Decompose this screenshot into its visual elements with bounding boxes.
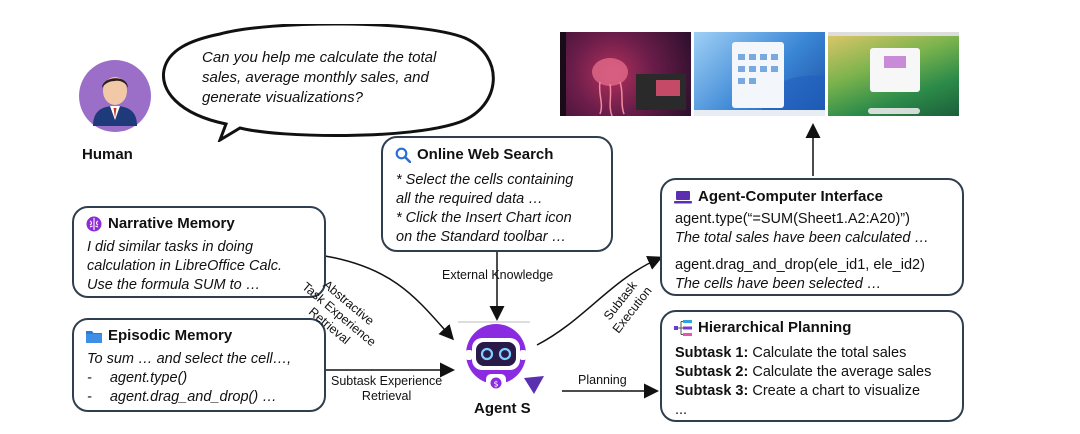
windows-screenshot — [694, 32, 825, 116]
ubuntu-screenshot — [560, 32, 691, 116]
episodic-bullet-text: agent.type() — [109, 370, 188, 386]
subtask-text: Create a chart to visualize — [752, 383, 921, 399]
web-search-title: Online Web Search — [417, 146, 554, 163]
subtask-experience-line: Retrieval — [361, 389, 412, 403]
planning-title: Hierarchical Planning — [698, 319, 852, 336]
aci-title: Agent-Computer Interface — [698, 188, 884, 205]
web-search-box: Online Web Search * Select the cells con… — [381, 136, 613, 252]
aci-note-line: The total sales have been calculated … — [675, 230, 929, 246]
agent-label: Agent S — [474, 400, 531, 417]
subtask-label: Subtask 3: — [675, 383, 749, 399]
hierarchy-icon — [674, 319, 692, 336]
planning-title-row: Hierarchical Planning — [674, 319, 851, 336]
speech-bubble — [161, 24, 495, 142]
episodic-bullet-text: agent.drag_and_drop() … — [109, 389, 277, 405]
web-search-title-row: Online Web Search — [395, 146, 553, 163]
episodic-bullet: - agent.type() — [87, 369, 323, 388]
episodic-line: To sum … and select the cell…, — [87, 351, 292, 367]
macos-screenshot — [828, 32, 959, 116]
aci-code-line: agent.type(“=SUM(Sheet1.A2:A20)”) — [675, 211, 910, 227]
subtask-text: Calculate the average sales — [752, 364, 932, 380]
folder-icon — [86, 330, 102, 343]
human-avatar — [79, 60, 151, 132]
agent-robot-icon: $ — [458, 322, 544, 398]
aci-title-row: Agent-Computer Interface — [674, 188, 883, 205]
narrative-line: I did similar tasks in doing — [87, 239, 254, 255]
brain-icon — [86, 216, 102, 231]
web-search-line: all the required data … — [396, 191, 543, 207]
arrow-abstractive-retrieval — [324, 255, 455, 341]
narrative-memory-box: Narrative Memory I did similar tasks in … — [72, 206, 326, 298]
web-search-line: on the Standard toolbar … — [396, 229, 567, 245]
narrative-title: Narrative Memory — [108, 215, 235, 232]
subtask-row: Subtask 2: Calculate the average sales — [675, 363, 961, 382]
aci-note-line: The cells have been selected … — [675, 276, 882, 292]
subtask-experience-line: Subtask Experience — [331, 374, 443, 388]
episodic-bullet: - agent.drag_and_drop() … — [87, 388, 323, 407]
aci-code-line: agent.drag_and_drop(ele_id1, ele_id2) — [675, 257, 925, 273]
subtask-label: Subtask 2: — [675, 364, 749, 380]
subtask-experience-label: Subtask Experience Retrieval — [331, 374, 442, 404]
subtask-row: Subtask 3: Create a chart to visualize — [675, 382, 961, 401]
planning-ellipsis: ... — [675, 402, 688, 418]
narrative-line: Use the formula SUM to … — [87, 277, 261, 293]
search-icon — [395, 147, 411, 163]
external-knowledge-label: External Knowledge — [442, 268, 554, 282]
arrow-subtask-execution — [536, 255, 663, 346]
narrative-title-row: Narrative Memory — [86, 215, 235, 232]
subtask-row: Subtask 1: Calculate the total sales — [675, 344, 961, 363]
bullet-marker: - — [87, 389, 92, 405]
episodic-memory-box: Episodic Memory To sum … and select the … — [72, 318, 326, 412]
narrative-line: calculation in LibreOffice Calc. — [87, 258, 283, 274]
aci-box: Agent-Computer Interface agent.type(“=SU… — [660, 178, 964, 296]
planning-arrow-label: Planning — [578, 373, 627, 387]
laptop-icon — [674, 190, 692, 203]
web-search-line: * Select the cells containing — [396, 172, 574, 188]
speech-text: Can you help me calculate the total sale… — [202, 49, 437, 106]
episodic-title-row: Episodic Memory — [86, 327, 232, 344]
subtask-text: Calculate the total sales — [752, 345, 907, 361]
web-search-line: * Click the Insert Chart icon — [396, 210, 572, 226]
human-label: Human — [82, 146, 133, 163]
episodic-title: Episodic Memory — [108, 327, 233, 344]
svg-text:$: $ — [493, 380, 498, 389]
subtask-label: Subtask 1: — [675, 345, 749, 361]
bullet-marker: - — [87, 370, 92, 386]
planning-box: Hierarchical Planning Subtask 1: Calcula… — [660, 310, 964, 422]
